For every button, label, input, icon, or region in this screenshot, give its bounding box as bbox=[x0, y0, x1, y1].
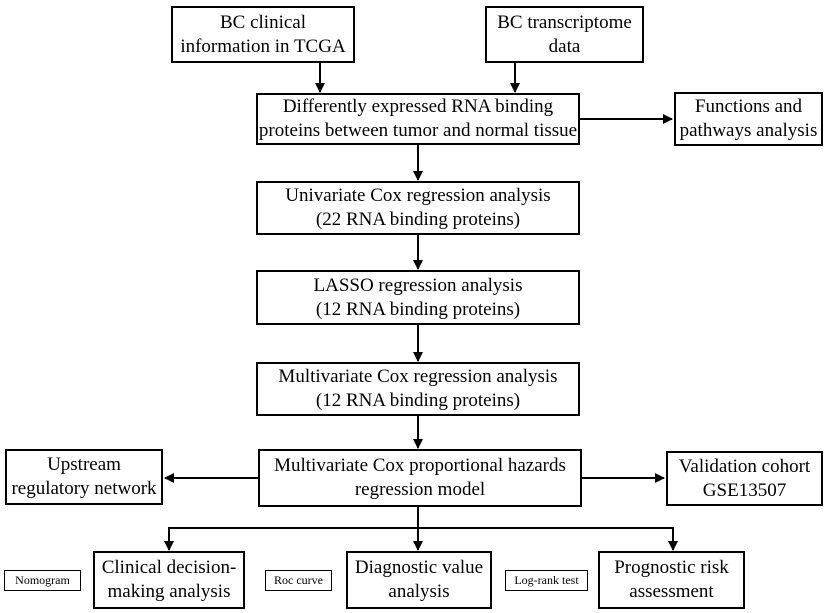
clinical-decision-line1: Clinical decision- bbox=[101, 557, 237, 579]
upstream-line2: regulatory network bbox=[11, 478, 157, 499]
diagnostic-value-box: Diagnostic value analysis bbox=[346, 551, 492, 609]
roc-curve-label: Roc curve bbox=[274, 572, 323, 587]
functions-pathways-line1: Functions and bbox=[694, 96, 803, 118]
functions-pathways-box: Functions and pathways analysis bbox=[674, 92, 823, 146]
validation-line1: Validation cohort bbox=[678, 455, 811, 477]
prognostic-risk-line1: Prognostic risk bbox=[614, 557, 729, 579]
multivariate-cox-box: Multivariate Cox regression analysis (12… bbox=[256, 362, 580, 416]
multivariate-cox-line2: (12 RNA binding proteins) bbox=[315, 390, 521, 411]
bc-transcriptome-line2: data bbox=[548, 35, 581, 57]
nomogram-box: Nomogram bbox=[4, 570, 81, 591]
lasso-line1: LASSO regression analysis bbox=[313, 274, 523, 296]
roc-curve-box: Roc curve bbox=[265, 570, 332, 591]
diagnostic-value-line1: Diagnostic value bbox=[354, 557, 484, 579]
univariate-cox-line1: Univariate Cox regression analysis bbox=[285, 185, 551, 207]
differently-expressed-box: Differently expressed RNA binding protei… bbox=[256, 93, 580, 145]
prognostic-risk-line2: assessment bbox=[629, 581, 714, 602]
hazards-model-line1: Multivariate Cox proportional hazards bbox=[274, 455, 566, 477]
nomogram-label: Nomogram bbox=[15, 572, 70, 587]
validation-box: Validation cohort GSE13507 bbox=[666, 451, 823, 506]
diagnostic-value-line2: analysis bbox=[388, 581, 450, 602]
clinical-decision-box: Clinical decision- making analysis bbox=[93, 551, 245, 609]
functions-pathways-line2: pathways analysis bbox=[679, 120, 818, 141]
log-rank-label: Log-rank test bbox=[514, 572, 579, 587]
differently-expressed-line2: proteins between tumor and normal tissue bbox=[258, 120, 578, 141]
bc-clinical-box: BC clinical information in TCGA bbox=[171, 6, 355, 63]
differently-expressed-line1: Differently expressed RNA binding bbox=[282, 96, 554, 118]
bc-clinical-line2: information in TCGA bbox=[180, 35, 346, 57]
bc-transcriptome-box: BC transcriptome data bbox=[485, 6, 644, 63]
upstream-box: Upstream regulatory network bbox=[5, 449, 163, 505]
bc-clinical-line1: BC clinical bbox=[219, 11, 306, 33]
lasso-box: LASSO regression analysis (12 RNA bindin… bbox=[256, 270, 580, 325]
hazards-model-line2: regression model bbox=[354, 479, 486, 500]
validation-line2: GSE13507 bbox=[702, 479, 787, 501]
hazards-model-box: Multivariate Cox proportional hazards re… bbox=[258, 449, 582, 507]
upstream-line1: Upstream bbox=[47, 454, 121, 476]
log-rank-box: Log-rank test bbox=[505, 570, 588, 591]
multivariate-cox-line1: Multivariate Cox regression analysis bbox=[278, 366, 558, 388]
univariate-cox-box: Univariate Cox regression analysis (22 R… bbox=[256, 181, 580, 235]
prognostic-risk-box: Prognostic risk assessment bbox=[598, 551, 745, 609]
univariate-cox-line2: (22 RNA binding proteins) bbox=[315, 209, 521, 230]
clinical-decision-line2: making analysis bbox=[107, 581, 231, 602]
bc-transcriptome-line1: BC transcriptome bbox=[497, 11, 632, 33]
lasso-line2: (12 RNA binding proteins) bbox=[315, 298, 521, 320]
